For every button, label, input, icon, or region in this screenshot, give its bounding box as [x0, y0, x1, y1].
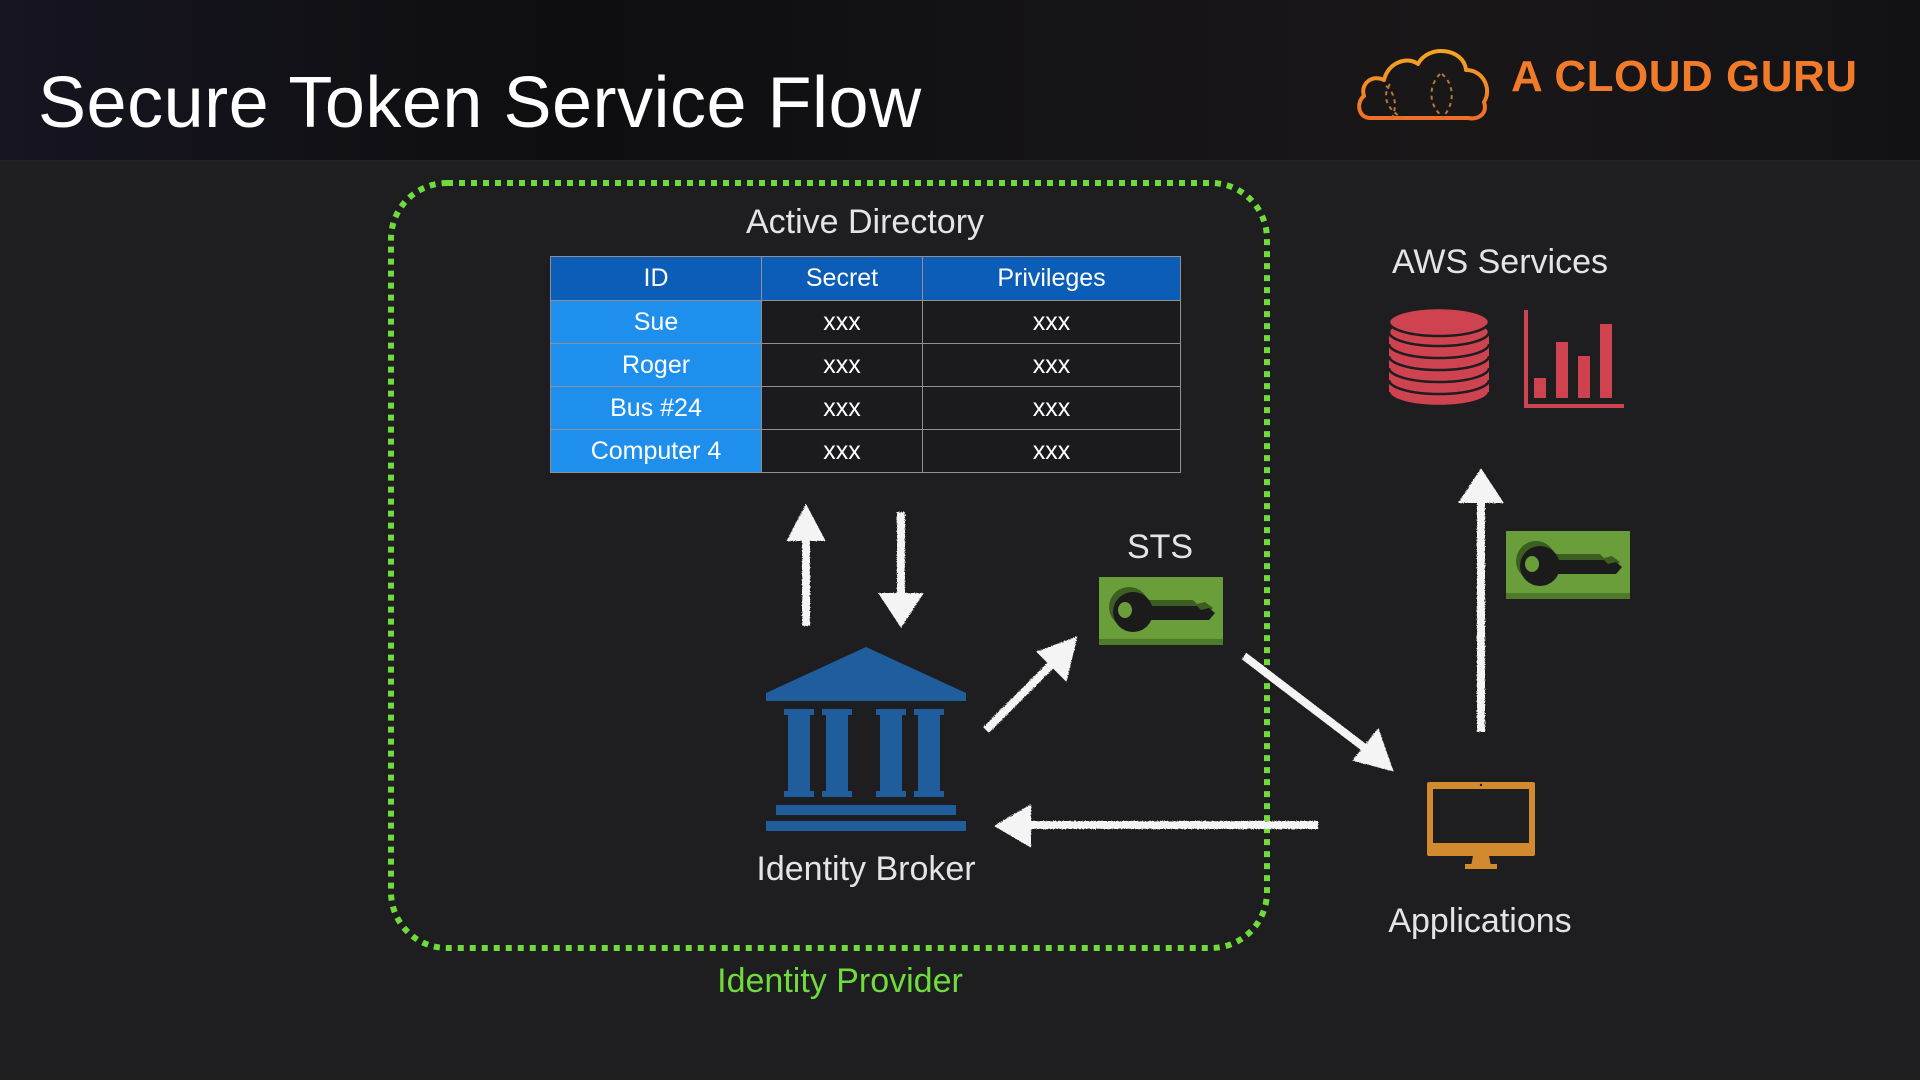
arrow-applications-to-aws [1458, 468, 1504, 732]
brand-name: A CLOUD GURU [1511, 52, 1858, 101]
table-row: Sue xxx xxx [550, 300, 1181, 344]
brand-logo: A CLOUD GURU [1356, 40, 1896, 130]
cell-privileges: xxx [922, 300, 1181, 344]
arrow-applications-to-broker [994, 804, 1318, 848]
table-row: Computer 4 xxx xxx [550, 429, 1181, 473]
bank-building-icon [766, 647, 966, 831]
column-header-secret: Secret [761, 256, 923, 301]
cell-privileges: xxx [922, 343, 1181, 387]
page-title: Secure Token Service Flow [38, 63, 922, 143]
column-header-id: ID [550, 256, 762, 301]
header-banner: Secure Token Service Flow A CLOUD GURU [0, 0, 1920, 162]
active-directory-table: ID Secret Privileges Sue xxx xxx Roger x… [550, 256, 1181, 473]
identity-broker-label: Identity Broker [756, 850, 976, 888]
database-icon [1387, 306, 1491, 408]
table-header-row: ID Secret Privileges [550, 256, 1181, 301]
token-key-icon [1506, 531, 1630, 599]
cell-id: Sue [550, 300, 762, 344]
cell-privileges: xxx [922, 386, 1181, 430]
arrow-broker-to-directory [786, 503, 826, 626]
cell-id: Roger [550, 343, 762, 387]
cell-id: Bus #24 [550, 386, 762, 430]
table-row: Roger xxx xxx [550, 343, 1181, 387]
bar-chart-icon [1524, 310, 1624, 408]
cell-secret: xxx [761, 300, 923, 344]
arrow-directory-to-broker [878, 512, 924, 628]
applications-label: Applications [1388, 902, 1572, 940]
cell-secret: xxx [761, 429, 923, 473]
cell-id: Computer 4 [550, 429, 762, 473]
identity-provider-label: Identity Provider [717, 962, 963, 1000]
arrow-sts-to-applications [1241, 652, 1394, 772]
table-row: Bus #24 xxx xxx [550, 386, 1181, 430]
cell-secret: xxx [761, 343, 923, 387]
cell-secret: xxx [761, 386, 923, 430]
sts-key-icon [1099, 577, 1223, 645]
sts-label: STS [1126, 528, 1194, 566]
aws-services-label: AWS Services [1391, 243, 1608, 281]
cell-privileges: xxx [922, 429, 1181, 473]
cloud-logo-icon [1357, 49, 1490, 121]
active-directory-title: Active Directory [745, 203, 985, 241]
monitor-icon [1427, 782, 1535, 869]
arrow-broker-to-sts [983, 636, 1078, 733]
column-header-privileges: Privileges [922, 256, 1181, 301]
